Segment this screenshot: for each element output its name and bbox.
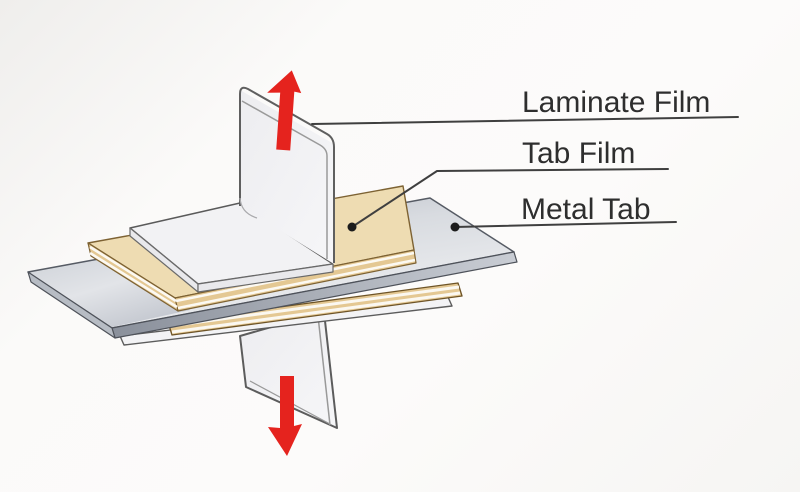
laminate-film-leader-line: [311, 116, 739, 125]
metal-tab-label: Metal Tab: [521, 193, 651, 226]
bottom-sheet-thickness-line: [317, 315, 331, 426]
laminate-film-label: Laminate Film: [522, 86, 710, 119]
tab-film-leader-dot: [347, 222, 357, 232]
metal-tab-left-sheen: [30, 258, 190, 327]
labels: Laminate Film Tab Film Metal Tab: [521, 86, 710, 226]
bottom-tab-film: [167, 282, 463, 336]
top-sheet-bend-crease: [239, 197, 258, 219]
top-laminate-front-edge: [197, 263, 334, 293]
top-laminate-flat: [129, 202, 334, 293]
peel-down-arrow-icon: [268, 376, 302, 456]
leader-lines: [311, 116, 739, 232]
metal-tab-left-end-edge: [27, 271, 116, 339]
top-sheet-face: [240, 90, 334, 264]
metal-tab-leader-dot: [450, 222, 460, 232]
tab-film-leader-line: [351, 168, 669, 228]
bottom-tab-film-highlight-top: [169, 285, 460, 328]
top-laminate-sheet: [239, 86, 335, 264]
top-sheet-thickness-line: [241, 100, 328, 259]
tab-film-label: Tab Film: [522, 137, 635, 170]
bottom-tab-film-highlight-bottom: [171, 291, 461, 334]
peel-up-arrow-icon: [267, 70, 302, 151]
top-tab-film-highlight-bottom: [89, 251, 416, 310]
bottom-laminate-sheet: [239, 311, 338, 429]
metal-tab-leader-line: [454, 221, 677, 228]
